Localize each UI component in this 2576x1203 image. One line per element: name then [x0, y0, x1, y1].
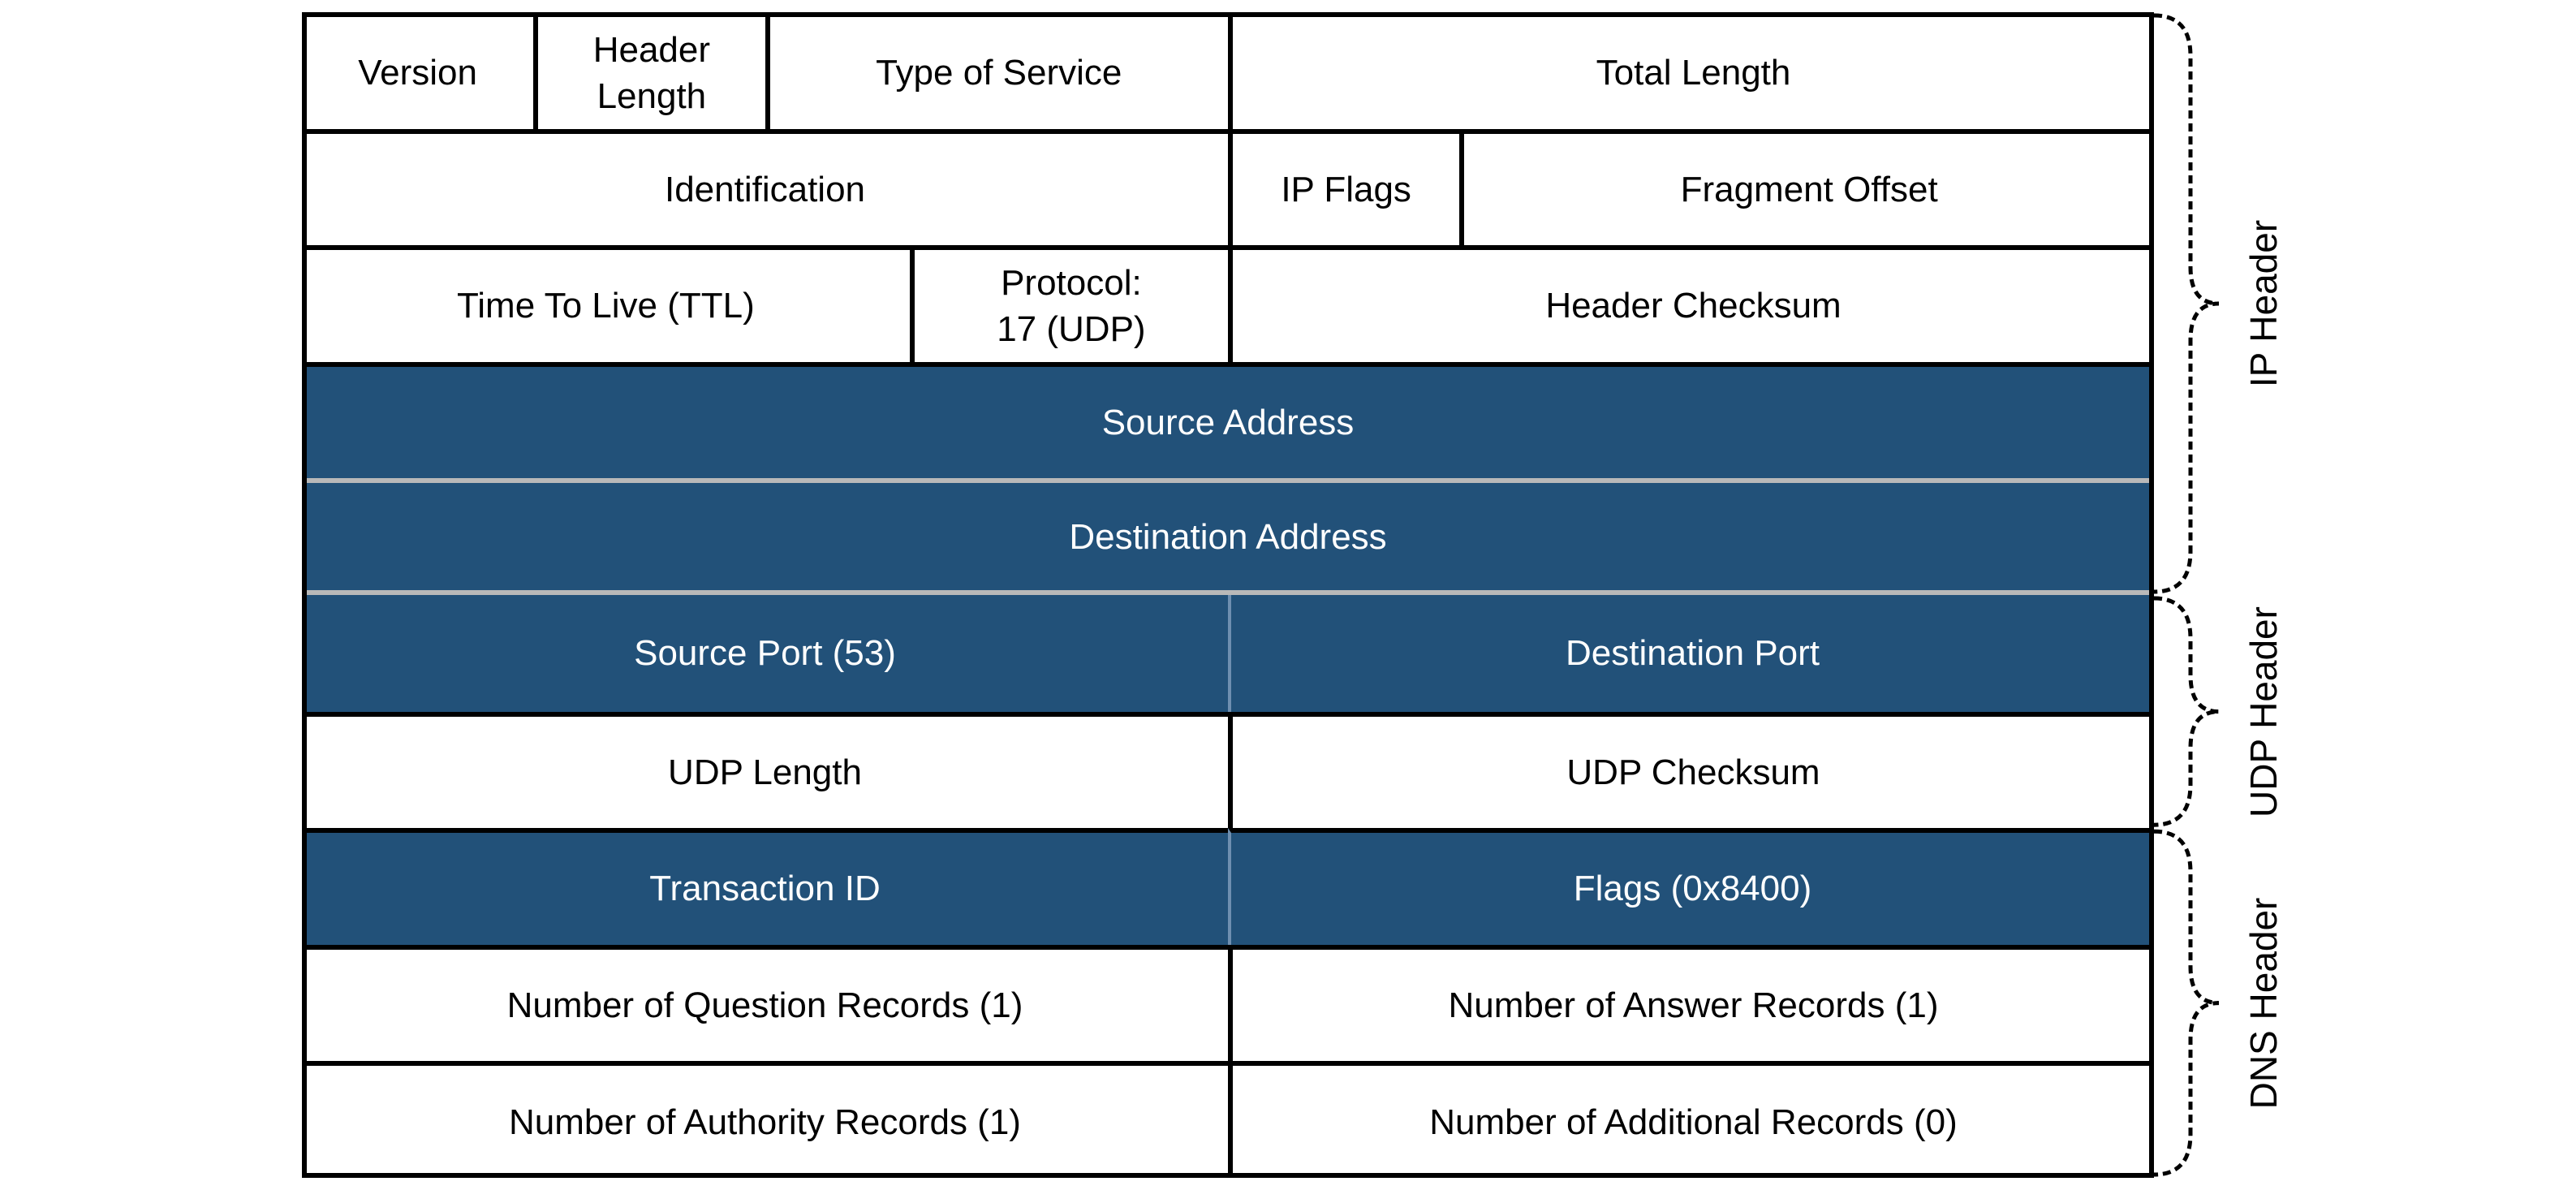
udp-checksum-field: UDP Checksum [1228, 711, 2154, 829]
dns-header-bracket-label: DNS Header [2242, 897, 2285, 1109]
destination-address-field: Destination Address [302, 478, 2154, 595]
dns-flags-field: Flags (0x8400) [1228, 828, 2154, 945]
question-records-field: Number of Question Records (1) [302, 944, 1228, 1062]
dns-header-bracket [2153, 829, 2220, 1177]
header-checksum-field: Header Checksum [1228, 245, 2154, 362]
type-of-service-field: Type of Service [765, 12, 1228, 129]
header-length-field: Header Length [533, 12, 765, 129]
version-field: Version [302, 12, 534, 129]
fragment-offset-field: Fragment Offset [1459, 128, 2154, 246]
udp-header-bracket [2153, 596, 2220, 827]
ip-flags-field: IP Flags [1228, 128, 1460, 246]
destination-port-field: Destination Port [1228, 595, 2154, 712]
authority-records-field: Number of Authority Records (1) [302, 1061, 1228, 1178]
ip-header-bracket-label: IP Header [2242, 219, 2285, 388]
udp-length-field: UDP Length [302, 711, 1228, 829]
udp-header-bracket-label: UDP Header [2242, 606, 2285, 817]
source-port-field: Source Port (53) [302, 595, 1228, 712]
total-length-field: Total Length [1228, 12, 2154, 129]
answer-records-field: Number of Answer Records (1) [1228, 944, 2154, 1062]
time-to-live-field: Time To Live (TTL) [302, 245, 910, 362]
ip-header-bracket [2153, 13, 2220, 594]
transaction-id-field: Transaction ID [302, 828, 1228, 945]
protocol-field: Protocol: 17 (UDP) [909, 245, 1228, 362]
additional-records-field: Number of Additional Records (0) [1228, 1061, 2154, 1178]
identification-field: Identification [302, 128, 1228, 246]
source-address-field: Source Address [302, 361, 2154, 479]
